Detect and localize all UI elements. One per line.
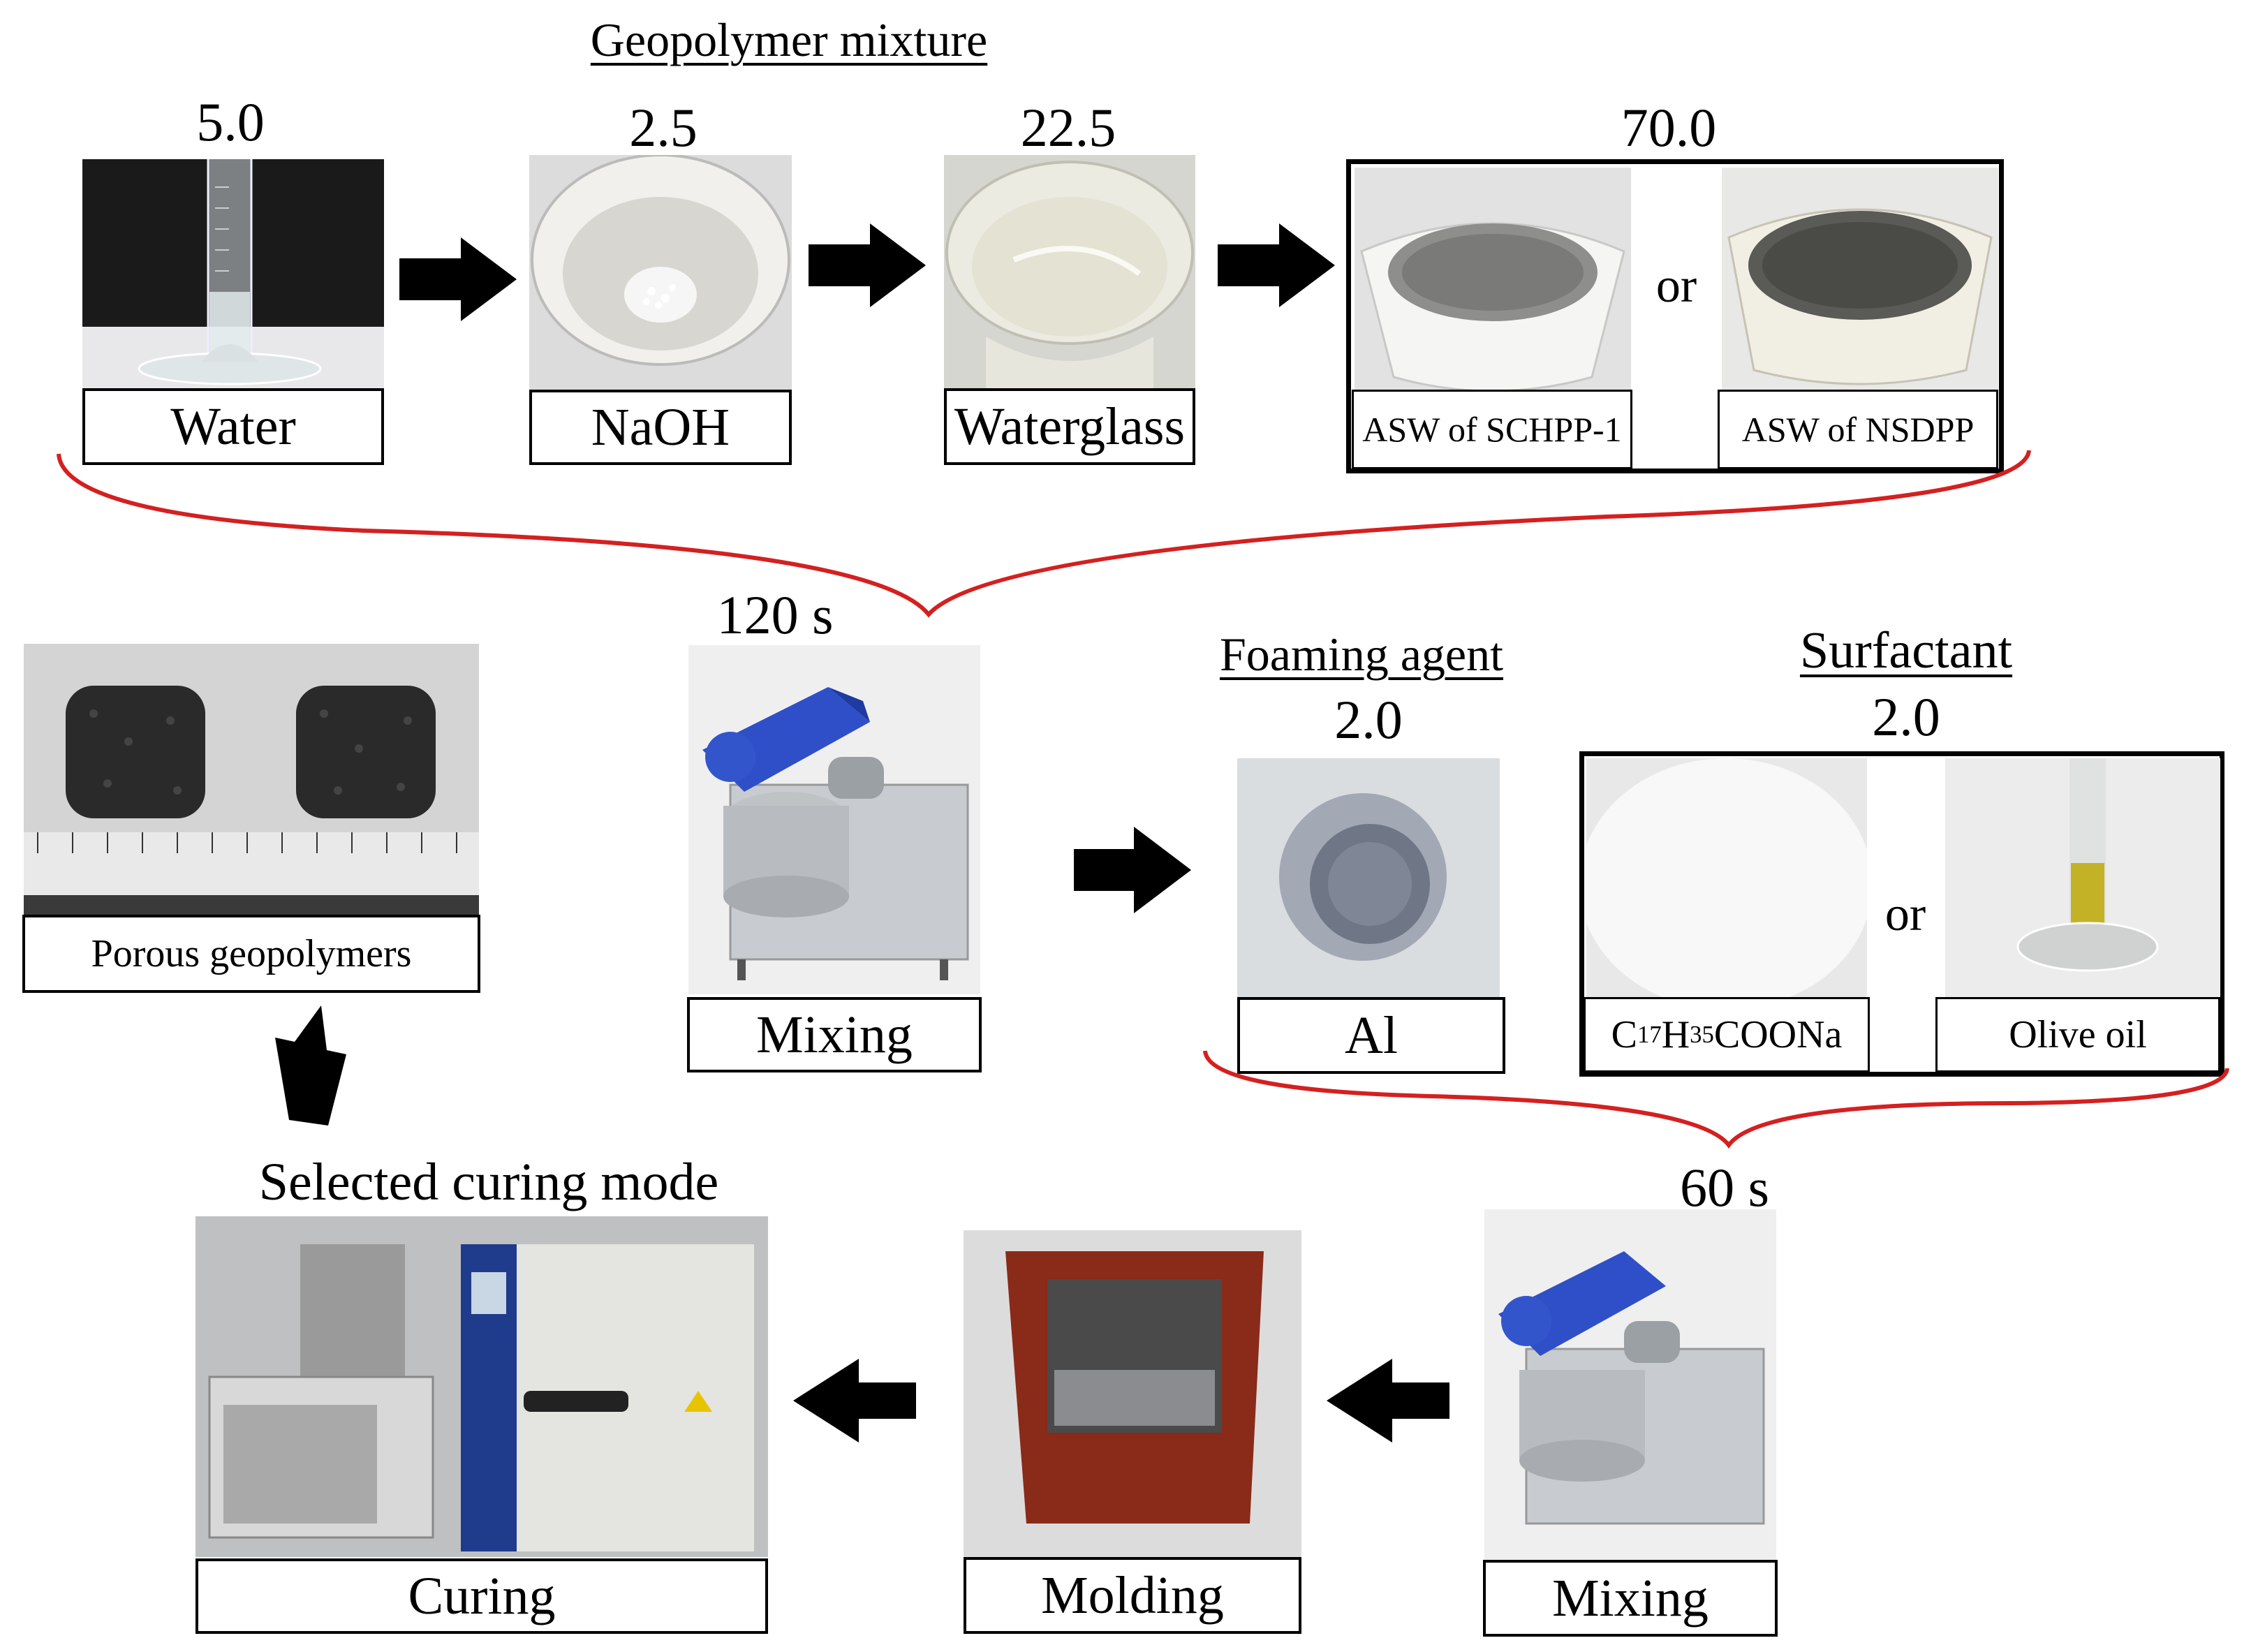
water-label: Water xyxy=(82,388,384,465)
al-label: Al xyxy=(1237,997,1505,1074)
arrow-naoh-to-waterglass-icon xyxy=(809,223,926,307)
arrow-waterglass-to-asw-icon xyxy=(1218,223,1335,307)
second-mixer-photo xyxy=(1484,1209,1776,1564)
asw-nsdpp-label: ASW of NSDPP xyxy=(1718,390,1998,469)
first-mixing-label: Mixing xyxy=(687,997,982,1072)
foaming-agent-quantity: 2.0 xyxy=(1334,689,1403,750)
porous-geopolymers-label: Porous geopolymers xyxy=(22,915,480,993)
arrow-water-to-naoh-icon xyxy=(399,237,517,321)
arrow-mixing-to-foaming-icon xyxy=(1074,827,1191,913)
waterglass-bowl-photo xyxy=(944,155,1195,392)
asw-nsdpp-bowl-photo xyxy=(1722,168,1998,391)
waterglass-quantity: 22.5 xyxy=(1020,97,1116,158)
arrow-molding-to-curing-icon xyxy=(793,1359,916,1443)
brace-top-icon xyxy=(57,450,2031,618)
second-mixing-time: 60 s xyxy=(1680,1157,1769,1218)
brace-bottom-icon xyxy=(1203,1050,2229,1149)
olive-oil-photo xyxy=(1945,758,2220,1000)
molding-label: Molding xyxy=(964,1557,1301,1634)
first-mixing-time: 120 s xyxy=(716,584,834,645)
al-powder-photo xyxy=(1237,758,1500,1000)
foaming-agent-heading: Foaming agent xyxy=(1219,628,1504,681)
selected-curing-mode-heading: Selected curing mode xyxy=(258,1153,719,1211)
curing-label: Curing xyxy=(195,1558,768,1634)
asw-quantity: 70.0 xyxy=(1621,97,1717,158)
olive-oil-label: Olive oil xyxy=(1935,997,2220,1072)
sodium-stearate-photo xyxy=(1586,758,1867,1000)
water-quantity: 5.0 xyxy=(196,91,265,152)
naoh-label: NaOH xyxy=(529,390,792,465)
surfactant-or-text: or xyxy=(1884,887,1926,941)
molding-photo xyxy=(964,1230,1301,1557)
naoh-bowl-photo xyxy=(529,155,792,392)
arrow-curing-to-porous-icon xyxy=(275,1005,346,1126)
second-mixing-label: Mixing xyxy=(1483,1560,1778,1637)
naoh-quantity: 2.5 xyxy=(629,97,698,158)
geopolymer-mixture-heading: Geopolymer mixture xyxy=(590,13,988,66)
water-cylinder-photo xyxy=(82,159,384,390)
asw-or-text: or xyxy=(1655,259,1697,313)
curing-equipment-photo xyxy=(195,1216,768,1557)
waterglass-label: Waterglass xyxy=(944,388,1195,465)
surfactant-heading: Surfactant xyxy=(1799,622,2013,679)
first-mixer-photo xyxy=(688,645,980,994)
surfactant-quantity: 2.0 xyxy=(1872,686,1940,747)
asw-schpp-label: ASW of SCHPP-1 xyxy=(1352,390,1632,469)
porous-geopolymers-photo xyxy=(24,644,479,917)
asw-schpp-bowl-photo xyxy=(1355,168,1631,391)
arrow-mixing-to-molding-icon xyxy=(1327,1359,1449,1443)
